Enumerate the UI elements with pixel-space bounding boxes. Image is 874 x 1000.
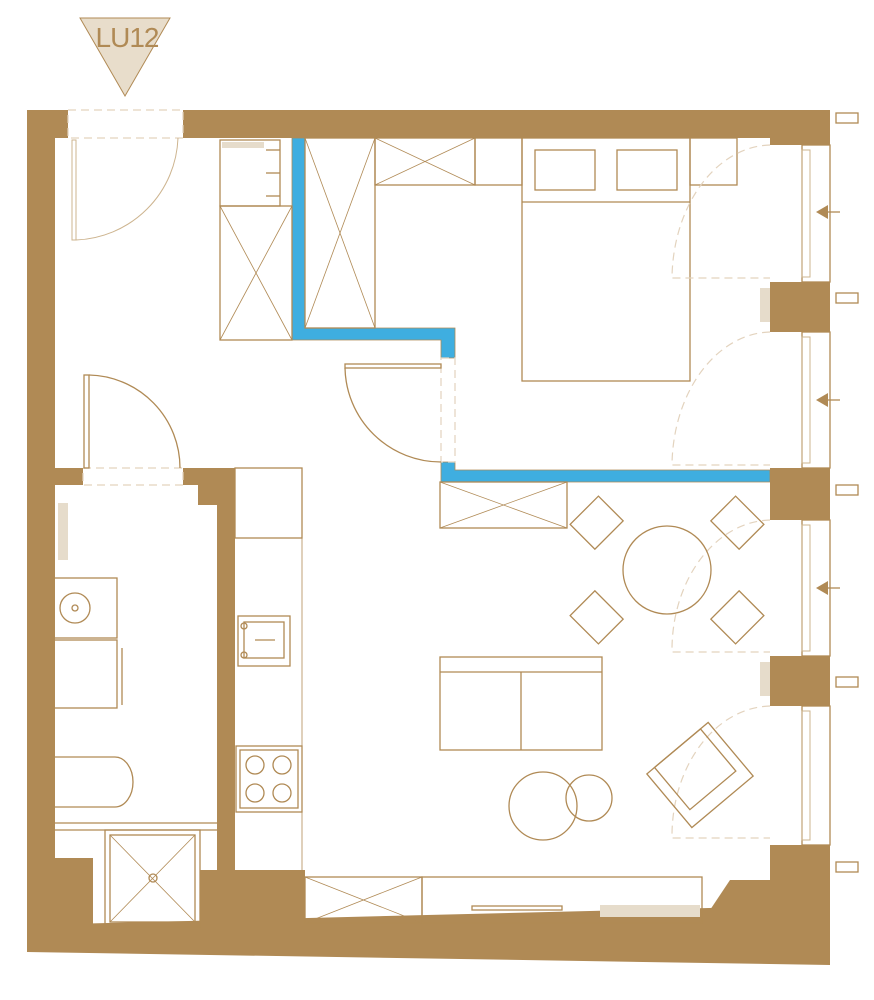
wardrobes — [219, 137, 703, 924]
new-partition-walls — [291, 137, 771, 483]
unit-marker — [79, 17, 171, 98]
armchair — [645, 721, 755, 829]
exterior-walls — [27, 110, 830, 965]
kitchen — [234, 467, 303, 877]
interior-walls — [55, 468, 305, 933]
unit-label: LU12 — [95, 22, 160, 53]
bedroom-door — [344, 357, 456, 463]
sofa — [439, 656, 603, 751]
coffee-tables — [508, 771, 613, 841]
dining-table — [569, 495, 765, 645]
bathroom — [52, 503, 217, 928]
windows — [671, 112, 859, 873]
bathroom-door — [82, 374, 184, 486]
double-bed — [521, 137, 738, 382]
entrance-door — [67, 109, 184, 241]
